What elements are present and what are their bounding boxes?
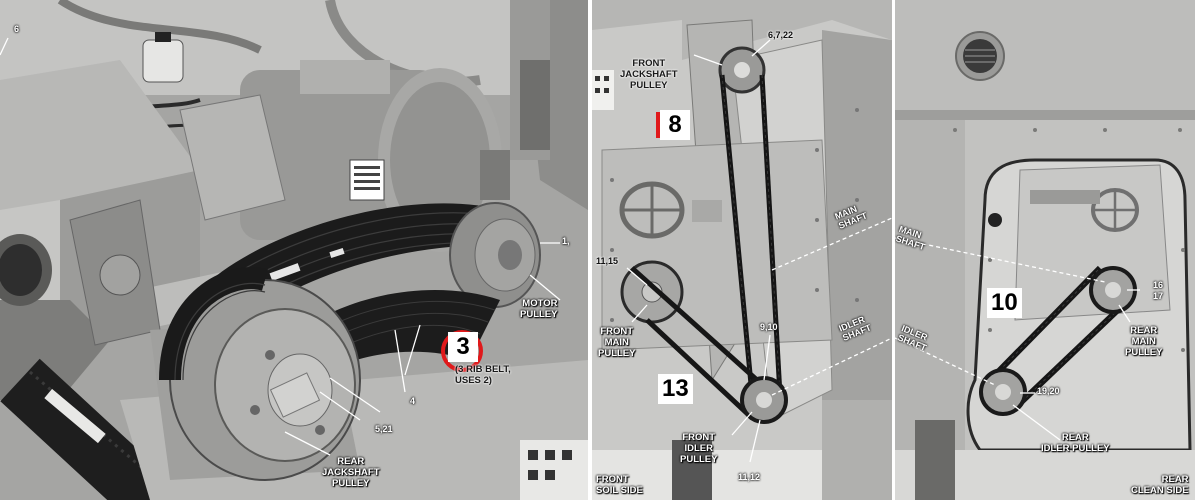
ref-6: 6 (14, 24, 20, 34)
label-rear-idler-pulley: REAR IDLER PULLEY (1041, 432, 1110, 454)
ref-1: 1, (562, 236, 570, 246)
rear-main-shaft-line (895, 237, 1106, 283)
rear-clean-side-photo: 16 17 19,20 REAR MAIN PULLEY REAR IDLER … (895, 0, 1195, 500)
callout-13: 13 (658, 374, 693, 404)
idler-shaft-line (771, 337, 892, 396)
label-front-main-pulley: FRONT MAIN PULLEY (598, 326, 636, 359)
ref-9-10: 9,10 (760, 322, 778, 332)
rear-side-illustration (895, 0, 1195, 500)
front-soil-side-photo: 6,7,22 11,15 9,10 11,12 FRONT JACKSHAFT … (592, 0, 892, 500)
callout-8: 8 (660, 110, 690, 140)
label-front-idler-pulley: FRONT IDLER PULLEY (680, 432, 718, 465)
label-motor-pulley: MOTOR PULLEY (520, 298, 558, 320)
ref-4: 4 (410, 396, 416, 406)
label-front-soil-side: FRONT SOIL SIDE (596, 474, 643, 496)
ref-5-21: 5,21 (375, 424, 393, 434)
label-belt-note: (3 RIB BELT, USES 2) (455, 364, 511, 386)
label-rear-main-pulley: REAR MAIN PULLEY (1125, 325, 1163, 358)
label-rear-jackshaft-pulley: REAR JACKSHAFT PULLEY (322, 456, 380, 489)
motor-compartment-illustration (0, 0, 588, 500)
callout-10: 10 (987, 288, 1022, 318)
main-shaft-line (771, 217, 892, 271)
callout-3: 3 (448, 332, 478, 362)
motor-compartment-photo: 6 1, 4 5,21 MOTOR PULLEY (3 RIB BELT, US… (0, 0, 588, 500)
ref-16-17: 16 17 (1153, 280, 1164, 301)
panel-divider (892, 0, 895, 500)
label-front-jackshaft-pulley: FRONT JACKSHAFT PULLEY (620, 58, 678, 91)
label-rear-clean-side: REAR CLEAN SIDE (1131, 474, 1189, 496)
ref-11-15: 11,15 (596, 256, 619, 266)
ref-19-20: 19,20 (1037, 386, 1060, 396)
panel-divider (588, 0, 592, 500)
ref-11-12: 11,12 (738, 472, 761, 482)
ref-6-7-22: 6,7,22 (768, 30, 794, 40)
callout-8-accent (656, 112, 660, 138)
rear-idler-shaft-line (895, 337, 996, 386)
